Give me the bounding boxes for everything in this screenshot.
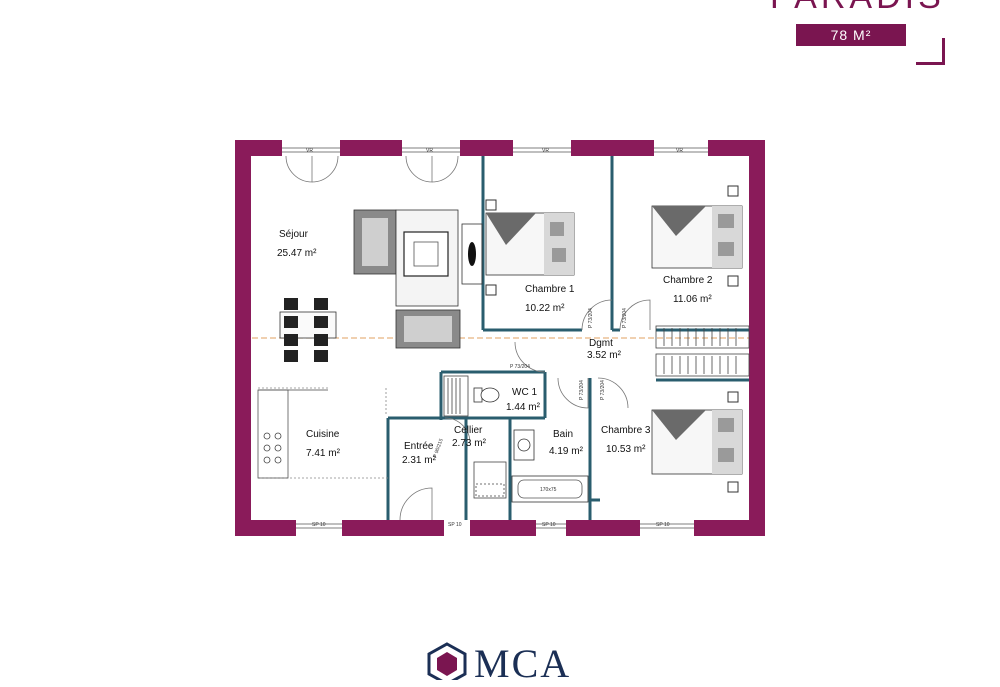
bathtub: 170x75 bbox=[511, 475, 589, 503]
window-label-4: VR bbox=[676, 148, 683, 154]
door-label-2: P 73/204 bbox=[622, 308, 628, 328]
window-label-2: VR bbox=[426, 148, 433, 154]
outer-wall bbox=[235, 140, 765, 536]
room-area-chambre-1: 10.22 m² bbox=[525, 303, 565, 314]
room-name-sejour: Séjour bbox=[279, 229, 309, 240]
door-label-4: P 73/204 bbox=[600, 380, 606, 400]
wardrobes bbox=[655, 325, 750, 377]
window-frames bbox=[282, 147, 708, 529]
dining-table bbox=[279, 298, 337, 362]
room-name-cellier: Cellier bbox=[454, 425, 483, 436]
room-name-wc: WC 1 bbox=[512, 387, 537, 398]
door-swings bbox=[399, 299, 651, 521]
room-name-bain: Bain bbox=[553, 429, 573, 440]
window-label-3: VR bbox=[542, 148, 549, 154]
wardrobe-hangers bbox=[663, 328, 737, 374]
bathtub-label: 170x75 bbox=[540, 487, 557, 493]
sp-label-4: SP 10 bbox=[656, 522, 670, 528]
water-heater bbox=[473, 461, 507, 499]
kitchen-worktop bbox=[257, 389, 289, 479]
room-area-entree: 2.31 m² bbox=[402, 455, 437, 466]
room-name-cuisine: Cuisine bbox=[306, 429, 340, 440]
room-area-sejour: 25.47 m² bbox=[277, 248, 317, 259]
room-name-chambre-3: Chambre 3 bbox=[601, 425, 651, 436]
sofa-bottom bbox=[395, 309, 461, 349]
room-area-wc: 1.44 m² bbox=[506, 402, 541, 413]
storage-shelves bbox=[443, 375, 469, 417]
bed-chambre-2 bbox=[651, 185, 743, 287]
window-openings bbox=[282, 138, 708, 538]
tv-unit bbox=[461, 223, 483, 285]
bed-chambre-3 bbox=[651, 391, 743, 493]
inner-walls bbox=[386, 156, 749, 520]
room-area-chambre-2: 11.06 m² bbox=[673, 294, 712, 305]
toilet bbox=[473, 387, 500, 403]
window-label-1: VR bbox=[306, 148, 313, 154]
room-area-cuisine: 7.41 m² bbox=[306, 448, 341, 459]
bed-chambre-1 bbox=[485, 199, 575, 296]
sp-label-1: SP 10 bbox=[312, 522, 326, 528]
french-window-swings bbox=[285, 155, 459, 183]
room-area-chambre-3: 10.53 m² bbox=[606, 444, 646, 455]
room-area-cellier: 2.73 m² bbox=[452, 438, 487, 449]
room-name-chambre-2: Chambre 2 bbox=[663, 275, 713, 286]
door-label-1: P 73/204 bbox=[588, 308, 594, 328]
room-name-dgmt: Dgmt bbox=[589, 338, 613, 349]
door-label-3: P 73/204 bbox=[579, 380, 585, 400]
rug-coffee-table bbox=[395, 209, 459, 307]
room-name-chambre-1: Chambre 1 bbox=[525, 284, 575, 295]
washbasin bbox=[513, 429, 535, 461]
room-name-entree: Entrée bbox=[404, 441, 434, 452]
sofa-left bbox=[353, 209, 397, 275]
logo-text: MCA bbox=[474, 641, 572, 686]
door-label-5: P 73/204 bbox=[510, 364, 530, 370]
room-area-dgmt: 3.52 m² bbox=[587, 350, 622, 361]
room-area-bain: 4.19 m² bbox=[549, 446, 584, 457]
cooktop bbox=[263, 432, 282, 464]
corner-bracket bbox=[916, 38, 945, 65]
plan-title: PARADIS bbox=[770, 0, 945, 17]
area-badge: 78 M² bbox=[796, 24, 906, 46]
sp-label-3: SP 10 bbox=[542, 522, 556, 528]
mca-logo-icon bbox=[427, 642, 467, 680]
sp-label-2: SP 10 bbox=[448, 522, 462, 528]
